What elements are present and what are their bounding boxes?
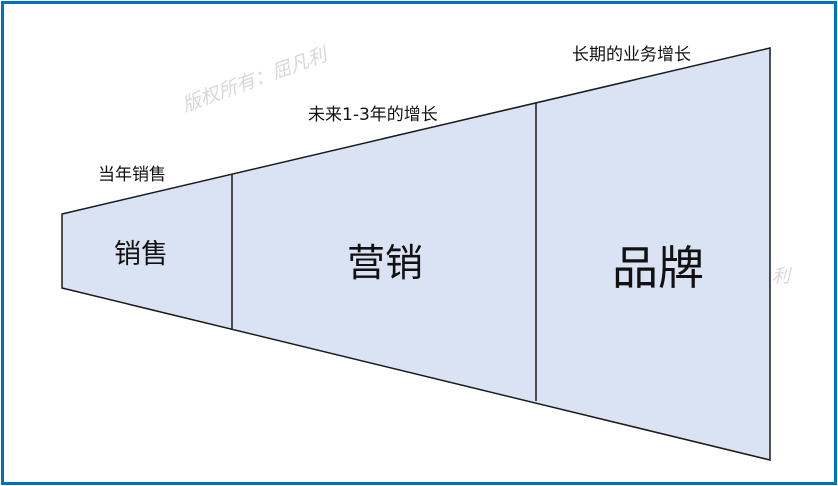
stage-marketing: 营销 [347, 241, 424, 285]
stage-brand: 品牌 [612, 241, 704, 295]
caption-current-year-sales: 当年销售 [98, 165, 166, 185]
caption-1-3-year-growth: 未来1-3年的增长 [308, 105, 438, 125]
funnel-shape [61, 47, 771, 461]
watermark-fragment: 利 [772, 266, 790, 287]
stage-sales: 销售 [114, 239, 168, 270]
caption-long-term-growth: 长期的业务增长 [572, 45, 691, 65]
